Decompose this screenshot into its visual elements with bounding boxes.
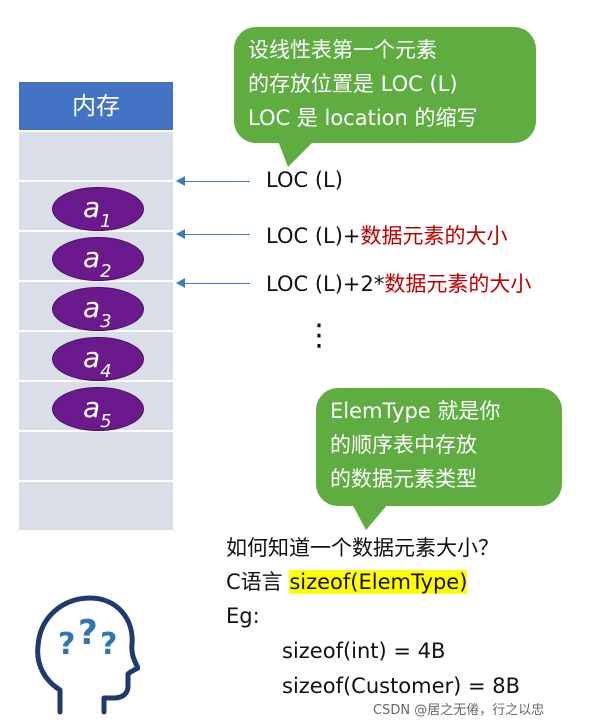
svg-text:?: ? bbox=[78, 613, 98, 653]
callout-line: LOC 是 location 的缩写 bbox=[248, 106, 478, 130]
arrow-loc2 bbox=[176, 278, 250, 288]
element-oval-2: a2 bbox=[52, 237, 144, 282]
memory-cell bbox=[19, 480, 173, 530]
callout-line: 的顺序表中存放 bbox=[330, 433, 477, 457]
element-index: 2 bbox=[100, 261, 112, 282]
address-loc1-size: 数据元素的大小 bbox=[360, 224, 508, 248]
memory-cell bbox=[19, 130, 173, 180]
callout-line: ElemType 就是你 bbox=[330, 399, 501, 423]
callout-line: 设线性表第一个元素 bbox=[248, 38, 437, 62]
memory-cell bbox=[19, 430, 173, 480]
element-oval-5: a5 bbox=[52, 387, 144, 432]
element-index: 1 bbox=[100, 211, 112, 232]
arrow-loc1 bbox=[176, 229, 250, 239]
callout-tail bbox=[352, 504, 388, 530]
address-loc2-size: 数据元素的大小 bbox=[384, 272, 532, 296]
callout-line: 的数据元素类型 bbox=[330, 467, 477, 491]
element-letter: a bbox=[83, 241, 101, 274]
element-letter: a bbox=[83, 391, 101, 424]
element-oval-3: a3 bbox=[52, 287, 144, 332]
element-oval-4: a4 bbox=[52, 337, 144, 382]
address-loc2-prefix: LOC (L)+2* bbox=[266, 272, 385, 296]
callout-line: 的存放位置是 LOC (L) bbox=[248, 72, 458, 96]
element-letter: a bbox=[83, 291, 101, 324]
size-question: 如何知道一个数据元素大小？ bbox=[226, 536, 499, 560]
memory-header: 内存 bbox=[19, 82, 173, 130]
callout-loc-definition: 设线性表第一个元素 的存放位置是 LOC (L) LOC 是 location … bbox=[234, 27, 536, 143]
element-index: 3 bbox=[100, 311, 112, 332]
svg-text:?: ? bbox=[58, 627, 75, 662]
address-loc1: LOC (L)+数据元素的大小 bbox=[266, 220, 508, 250]
example-label: Eg: bbox=[226, 604, 260, 628]
element-oval-1: a1 bbox=[52, 187, 144, 232]
c-language-line: C语言 sizeof(ElemType) bbox=[226, 567, 468, 597]
svg-text:?: ? bbox=[100, 627, 117, 662]
watermark: CSDN @居之无倦，行之以忠 bbox=[373, 703, 545, 718]
callout-tail bbox=[278, 141, 314, 167]
c-language-label: C语言 bbox=[226, 570, 290, 594]
vertical-ellipsis: ⋮ bbox=[304, 318, 334, 353]
element-letter: a bbox=[83, 341, 101, 374]
arrow-loc0 bbox=[176, 176, 250, 186]
address-loc2: LOC (L)+2*数据元素的大小 bbox=[266, 268, 531, 298]
thinking-head-icon: ? ? ? bbox=[35, 595, 140, 715]
sizeof-elemtype: sizeof(ElemType) bbox=[289, 570, 468, 594]
callout-elemtype-definition: ElemType 就是你 的顺序表中存放 的数据元素类型 bbox=[316, 388, 562, 506]
address-loc0: LOC (L) bbox=[266, 168, 343, 192]
example-customer: sizeof(Customer) = 8B bbox=[282, 674, 521, 698]
example-int: sizeof(int) = 4B bbox=[282, 639, 446, 663]
element-index: 5 bbox=[100, 411, 112, 432]
element-letter: a bbox=[83, 191, 101, 224]
element-index: 4 bbox=[100, 361, 112, 382]
address-loc1-prefix: LOC (L)+ bbox=[266, 224, 361, 248]
